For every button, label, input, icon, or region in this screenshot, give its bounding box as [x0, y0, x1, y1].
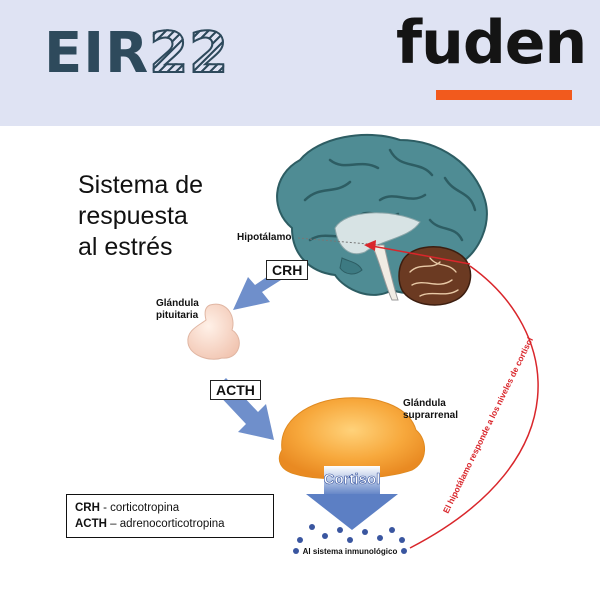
pituitary-gland-illustration [187, 303, 240, 360]
feedback-curve [409, 265, 539, 549]
hipotalamo-label: Hipotálamo [237, 232, 292, 243]
immune-system-label: Al sistema inmunológico [303, 547, 398, 556]
title-line-1: Sistema de [78, 171, 204, 199]
pituitaria-label-line-1: Glándula [156, 298, 199, 309]
hipotalamo-pointer [297, 237, 381, 246]
feedback-arrow-line [371, 245, 471, 265]
suprarrenal-label: Glándula suprarrenal [403, 398, 458, 422]
adrenal-gland-illustration [278, 397, 425, 480]
legend-crh-abbr: CRH [75, 502, 100, 514]
feedback-arrow-head [364, 240, 376, 251]
eir22-logo: EIR22 [44, 25, 229, 83]
diagram-title: Sistema de respuesta al estrés [78, 170, 258, 263]
fuden-logo: fuden [396, 8, 587, 78]
header-banner: EIR22 fuden [0, 0, 600, 126]
legend-acth-text: – adrenocorticotropina [106, 518, 225, 530]
suprarrenal-label-line-1: Glándula [403, 398, 446, 409]
pituitaria-label-line-2: pituitaria [156, 310, 199, 321]
title-line-3: al estrés [78, 233, 173, 261]
cerebellum-illustration [398, 246, 472, 306]
legend-row-acth: ACTH – adrenocorticotropina [75, 516, 265, 532]
legend-acth-abbr: ACTH [75, 518, 107, 530]
pituitaria-label: Glándula pituitaria [156, 298, 199, 322]
eir-logo-number: 22 [148, 21, 230, 86]
cortisol-label: Cortisol [324, 471, 381, 488]
legend-row-crh: CRH - corticotropina [75, 500, 265, 516]
title-line-2: respuesta [78, 202, 188, 230]
fuden-logo-bar [436, 90, 572, 100]
crh-label: CRH [266, 260, 309, 280]
feedback-label: El hipotálamo responde a los niveles de … [441, 336, 535, 515]
legend-crh-text: - corticotropina [99, 502, 180, 514]
cortisol-molecules [293, 524, 407, 554]
acth-label: ACTH [210, 380, 261, 400]
suprarrenal-label-line-2: suprarrenal [403, 410, 459, 421]
eir-logo-text: EIR [44, 21, 150, 86]
cortisol-arrow [306, 466, 398, 530]
abbreviation-legend: CRH - corticotropina ACTH – adrenocortic… [66, 494, 274, 538]
